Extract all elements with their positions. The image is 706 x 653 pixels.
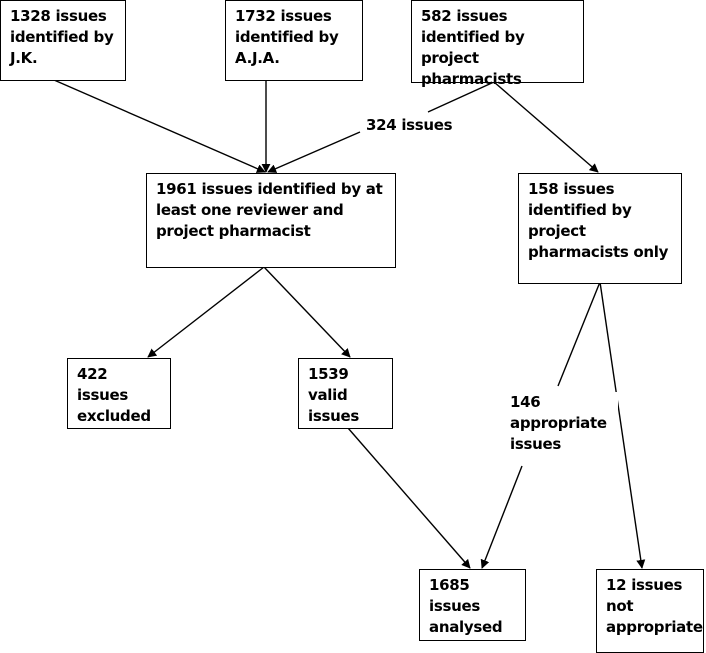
edge-appropriate-label-to-analysed	[480, 465, 523, 569]
node-not-appropriate: 12 issues not appropriate	[596, 569, 704, 653]
node-pharm: 582 issues identified by project pharmac…	[411, 0, 584, 88]
node-not-appropriate-label: 12 issues not appropriate	[606, 576, 703, 636]
edge-label-appropriate-text: 146 appropriate issues	[510, 393, 607, 453]
node-excluded-label: 422 issues excluded	[77, 365, 151, 425]
node-jk: 1328 issues identified by J.K.	[0, 0, 126, 81]
edge-label-overlap-text: 324 issues	[366, 116, 453, 134]
edge-valid-to-analysed	[347, 427, 471, 569]
node-pharm-label: 582 issues identified by project pharmac…	[421, 7, 525, 88]
node-analysed-label: 1685 issues analysed	[429, 576, 503, 636]
edge-combined-to-valid	[263, 266, 351, 358]
edge-pharm-only-to-not-appropriate	[599, 281, 646, 569]
node-combined: 1961 issues identified by at least one r…	[146, 173, 396, 268]
node-combined-label: 1961 issues identified by at least one r…	[156, 180, 383, 240]
edge-pharm-only-to-appropriate-label	[557, 281, 601, 387]
node-excluded: 422 issues excluded	[67, 358, 171, 429]
node-jk-label: 1328 issues identified by J.K.	[10, 7, 114, 67]
node-pharm-only-label: 158 issues identified by project pharmac…	[528, 180, 669, 261]
node-aja: 1732 issues identified by A.J.A.	[225, 0, 363, 81]
node-valid-label: 1539 valid issues	[308, 365, 359, 425]
edge-pharm-to-overlap-label	[427, 81, 495, 113]
edge-overlap-label-to-combined	[267, 131, 361, 173]
edge-pharm-to-pharm-only	[493, 81, 599, 173]
node-aja-label: 1732 issues identified by A.J.A.	[235, 7, 339, 67]
node-valid: 1539 valid issues	[298, 358, 393, 429]
edge-label-appropriate: 146 appropriate issues	[508, 392, 618, 455]
node-pharm-only: 158 issues identified by project pharmac…	[518, 173, 682, 284]
edge-jk-to-combined	[53, 79, 266, 173]
node-analysed: 1685 issues analysed	[419, 569, 526, 641]
edge-label-overlap: 324 issues	[364, 115, 455, 136]
edge-combined-to-excluded	[147, 266, 265, 358]
